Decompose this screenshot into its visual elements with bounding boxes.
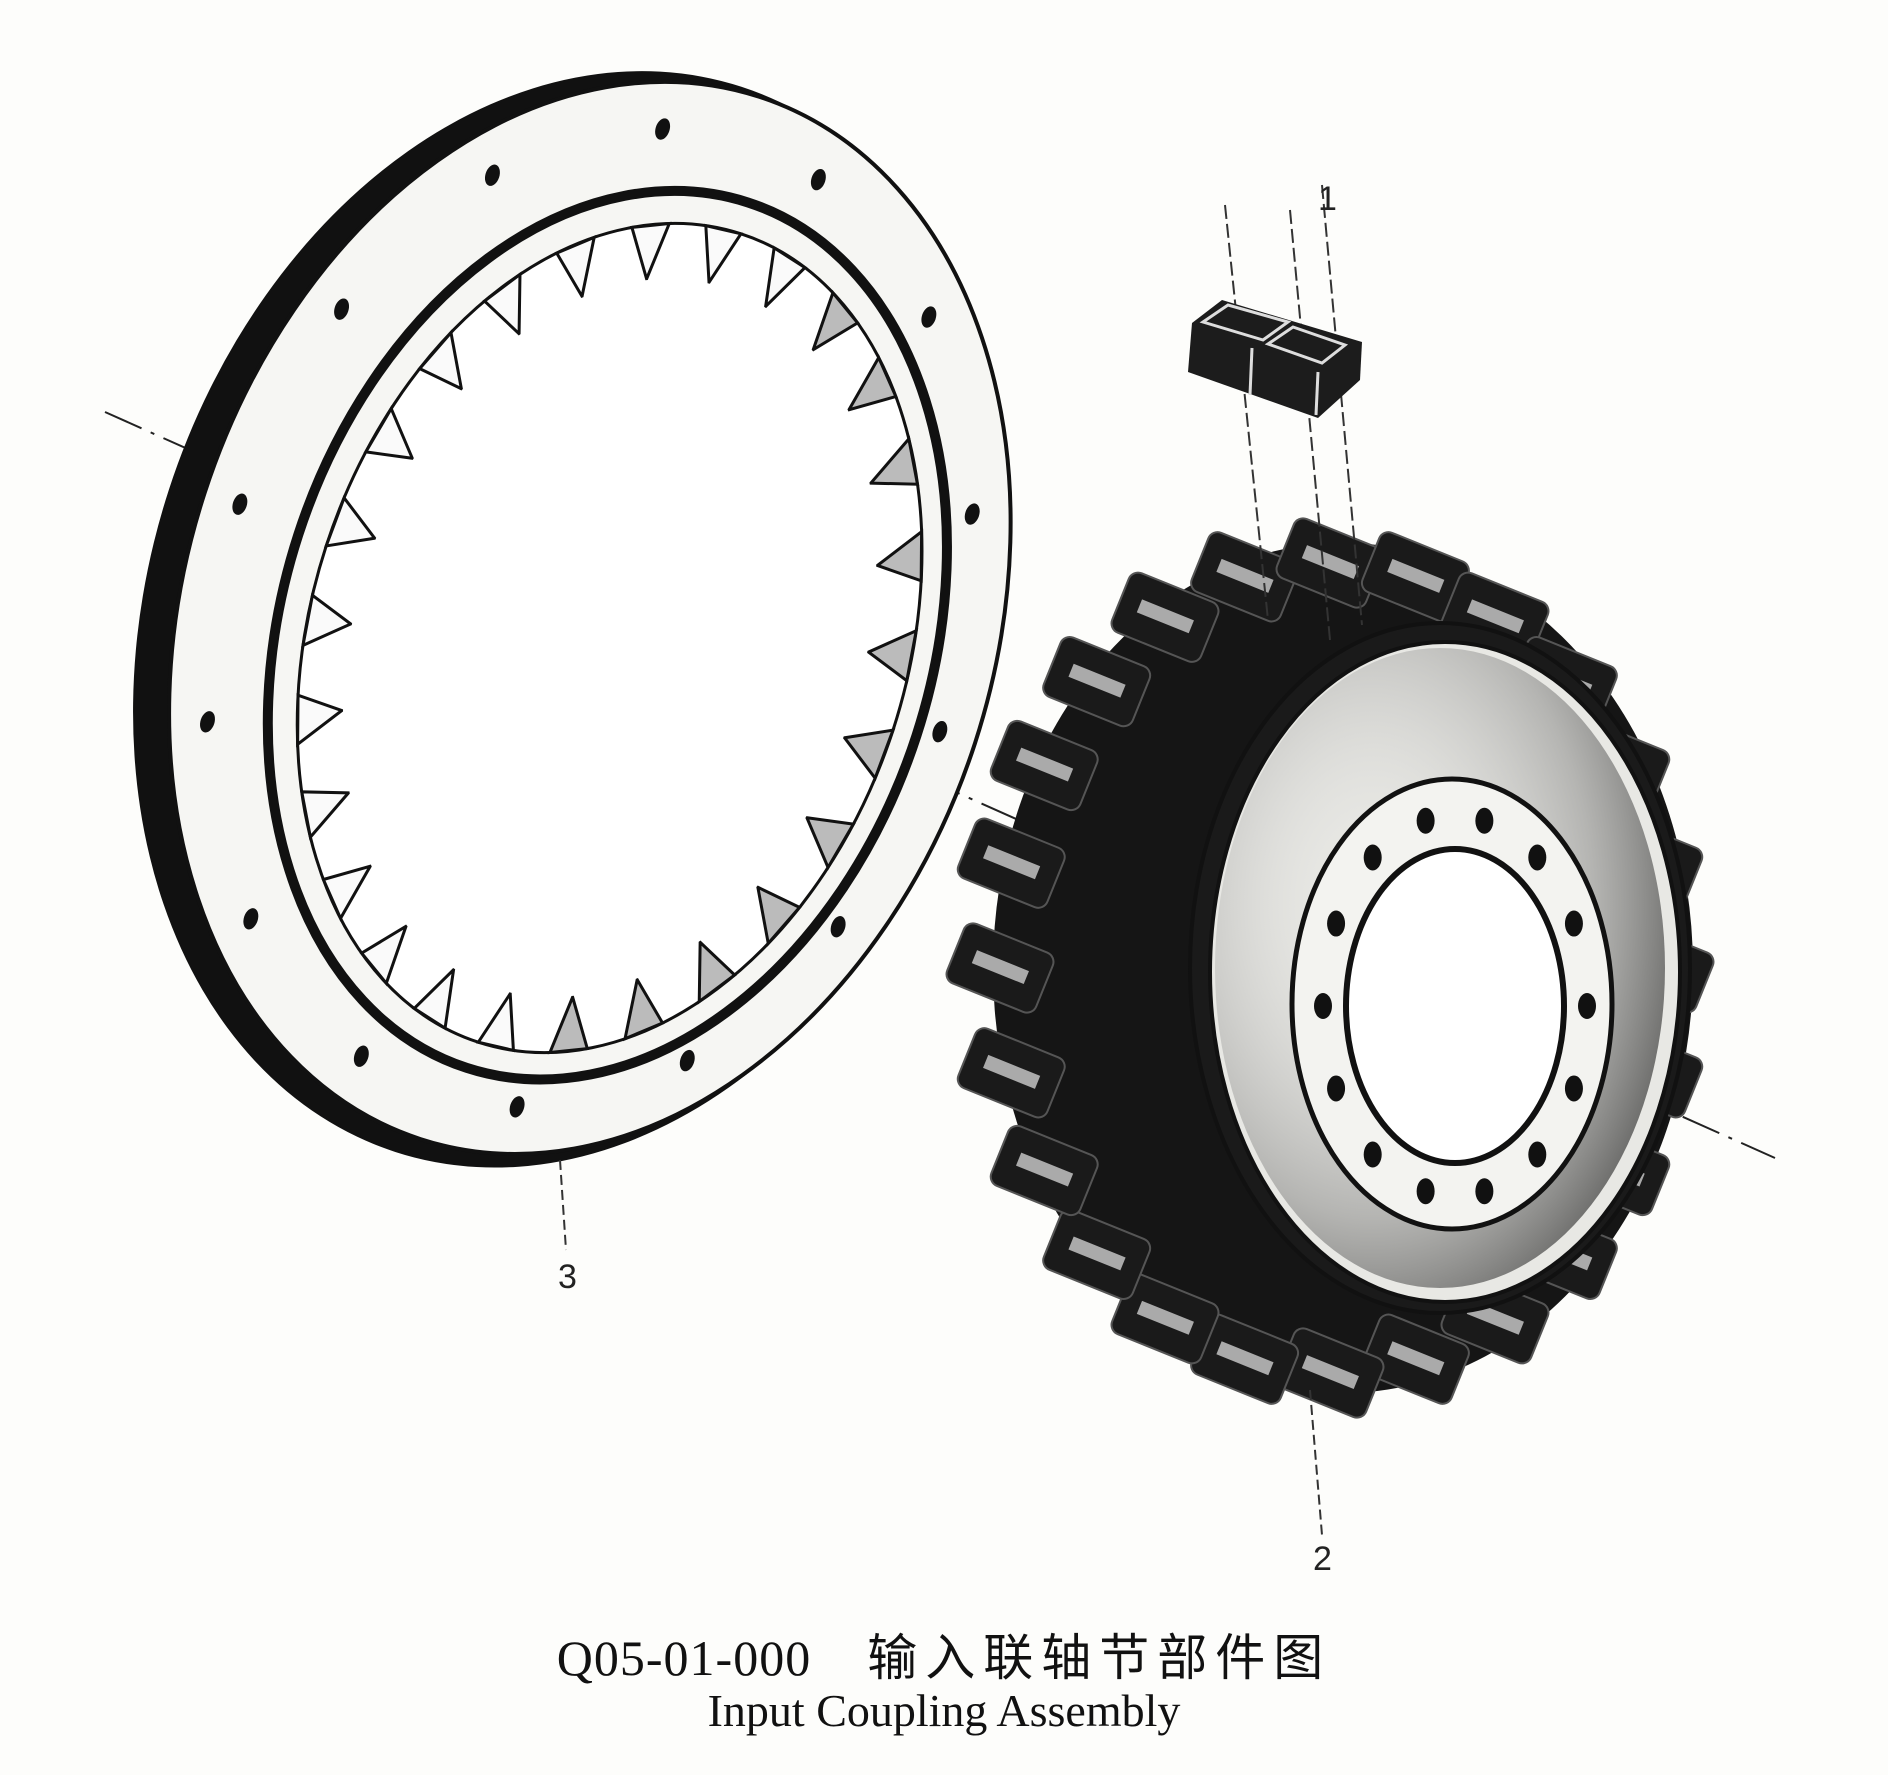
- bolt-hole: [830, 916, 846, 938]
- bolt-hole: [200, 711, 215, 733]
- hub-hole: [1475, 1178, 1494, 1205]
- drawing-code: Q05-01-000: [556, 1630, 812, 1686]
- ring-tooth: [869, 435, 920, 486]
- ring-tooth: [417, 329, 463, 391]
- hub-hole: [1327, 1075, 1346, 1102]
- gear-tooth-highlight: [1016, 747, 1074, 782]
- ring-tooth: [299, 790, 350, 841]
- ring-tooth: [411, 967, 456, 1031]
- bolt-hole: [655, 118, 671, 140]
- gear-tooth-highlight: [1387, 558, 1445, 593]
- bolt-hole: [932, 720, 948, 743]
- ring-tooth: [697, 940, 737, 1005]
- ring-tooth: [300, 592, 353, 648]
- bolt-hole: [334, 298, 350, 320]
- gear-tooth-highlight: [1301, 545, 1359, 580]
- hub-hole: [1327, 910, 1346, 937]
- bolt-hole: [921, 306, 937, 328]
- bolt-hole: [679, 1049, 695, 1072]
- bolt-hole: [243, 908, 259, 930]
- ring-tooth: [475, 992, 516, 1053]
- gear-tooth-highlight: [1016, 1152, 1074, 1187]
- gear-tooth-highlight: [1068, 1236, 1126, 1271]
- gear-tooth-highlight: [1136, 1300, 1194, 1335]
- hub-hole: [1528, 1141, 1547, 1168]
- gear-tooth-highlight: [1136, 599, 1194, 634]
- ring-tooth: [847, 354, 898, 412]
- callout-part-2: 2: [1313, 1540, 1332, 1578]
- hub-hole: [1564, 1075, 1583, 1102]
- ring-tooth: [805, 816, 856, 871]
- ring-tooth: [867, 628, 919, 684]
- hub-hole: [1475, 807, 1494, 834]
- bolt-hole: [353, 1045, 369, 1067]
- ring-tooth: [547, 995, 590, 1055]
- gear-tooth-highlight: [1068, 663, 1126, 698]
- ring-tooth: [622, 977, 665, 1042]
- hub-hole: [1416, 807, 1435, 834]
- gear-tooth-highlight: [1216, 558, 1274, 593]
- hub-hole: [1528, 844, 1547, 871]
- hub-hole: [1363, 844, 1382, 871]
- gear-tooth-highlight: [1387, 1341, 1445, 1376]
- ring-tooth: [811, 289, 860, 352]
- gear-tooth-highlight: [1216, 1341, 1274, 1376]
- caption-title: Q05-01-000 输入联轴节部件图: [0, 1618, 1888, 1690]
- title-english: Input Coupling Assembly: [707, 1685, 1181, 1736]
- bolt-hole: [810, 168, 826, 191]
- ring-tooth: [764, 245, 808, 309]
- callout-part-1: 1: [1318, 180, 1337, 218]
- ring-tooth: [756, 885, 802, 947]
- bolt-hole: [964, 503, 980, 525]
- ring-tooth: [629, 221, 672, 281]
- ring-tooth: [321, 864, 372, 922]
- gear-tooth-highlight: [983, 845, 1041, 880]
- hub-hole: [1564, 910, 1583, 937]
- ring-tooth: [876, 528, 924, 583]
- ring-tooth: [296, 693, 344, 748]
- ring-tooth: [843, 728, 896, 782]
- bolt-hole: [232, 493, 248, 515]
- hub-hole: [1578, 993, 1596, 1019]
- ring-tooth: [359, 924, 408, 987]
- ring-tooth: [323, 494, 377, 548]
- hub-hole: [1416, 1178, 1435, 1205]
- title-chinese: 输入联轴节部件图: [867, 1629, 1332, 1687]
- gear-tooth-highlight: [1301, 1355, 1359, 1390]
- hub-hole: [1314, 993, 1332, 1019]
- gear-tooth-highlight: [971, 950, 1029, 985]
- ring-tooth: [704, 223, 744, 284]
- gear-hub: [945, 517, 1715, 1419]
- callout-part-3: 3: [558, 1258, 577, 1296]
- ring-tooth: [482, 271, 522, 336]
- bolt-hole: [509, 1096, 525, 1118]
- flange-ring: [133, 71, 1013, 1168]
- gear-tooth-highlight: [983, 1054, 1041, 1089]
- ring-tooth: [363, 405, 414, 460]
- ring-tooth: [554, 234, 597, 299]
- hub-hole: [1363, 1141, 1382, 1168]
- gear-tooth-highlight: [1466, 599, 1524, 634]
- bolt-hole: [484, 164, 500, 186]
- key-block: [1188, 184, 1363, 641]
